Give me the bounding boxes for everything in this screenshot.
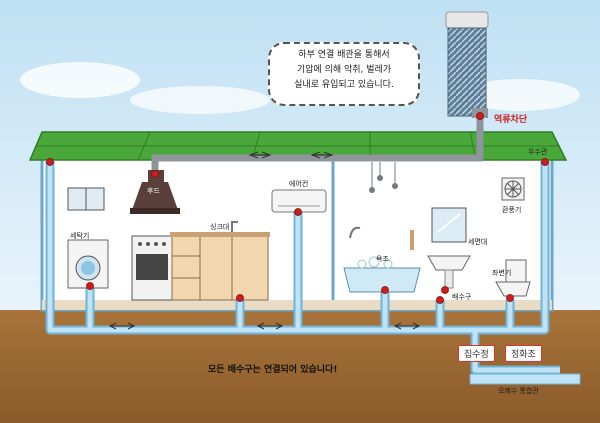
label-sink: 싱크대 — [210, 223, 230, 231]
label-basin: 세면대 — [468, 238, 488, 246]
bubble-line-1: 하부 연결 배관을 통해서 — [298, 50, 390, 60]
label-backflow: 역류차단 — [494, 115, 528, 125]
ventilation-fan — [501, 177, 525, 201]
label-aircon: 에어컨 — [289, 180, 309, 188]
bathtub — [343, 226, 421, 293]
label-washer: 세탁기 — [70, 232, 90, 240]
label-drain: 배수구 — [452, 293, 472, 301]
label-collection-pit: 집수정 — [458, 345, 495, 362]
washbasin — [410, 207, 471, 289]
label-bath: 욕조 — [376, 255, 389, 263]
label-toilet: 좌변기 — [492, 269, 512, 277]
label-sewer-main: 오폐수 통합관 — [498, 387, 539, 395]
kitchen-cabinets — [131, 221, 270, 301]
label-hood: 후드 — [147, 187, 160, 195]
label-downpipe: 우수관 — [528, 148, 548, 156]
toilet — [495, 259, 531, 297]
main-message: 모든 배수구는 연결되어 있습니다! — [208, 365, 338, 375]
washing-machine — [67, 187, 109, 289]
bubble-line-3: 실내로 유입되고 있습니다. — [294, 80, 394, 90]
label-septic-tank: 정화조 — [505, 345, 542, 362]
backflow-filter — [445, 11, 489, 118]
bubble-line-2: 기압에 의해 악취, 벌레가 — [296, 65, 392, 75]
air-conditioner — [271, 189, 327, 213]
ceiling-lights — [369, 162, 398, 193]
label-fan: 환풍기 — [502, 206, 522, 214]
odor-warning-bubble: 하부 연결 배관을 통해서 기압에 의해 악취, 벌레가 실내로 유입되고 있습… — [268, 42, 420, 106]
